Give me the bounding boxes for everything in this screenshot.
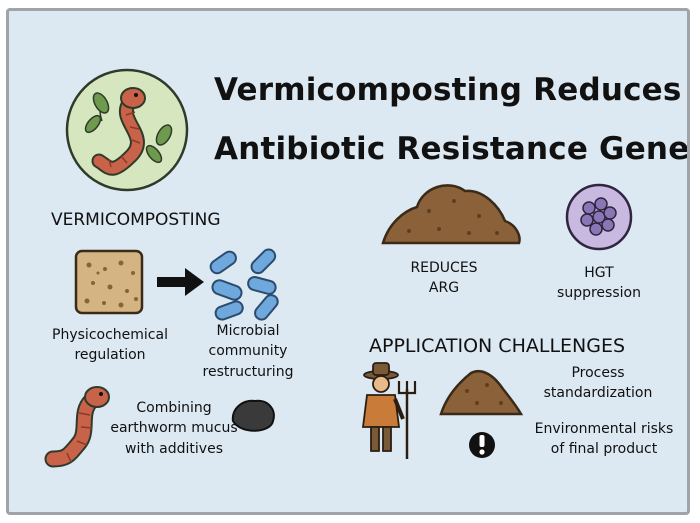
vermicomposting-heading: VERMICOMPOSTING (51, 210, 221, 230)
compost-pile-icon (381, 184, 521, 245)
warning-icon (469, 432, 495, 458)
env-line-1: Environmental risks (534, 421, 674, 437)
process-line-1: Process (571, 365, 625, 381)
process-label: Process standardization (533, 363, 663, 404)
reduces-line-1: REDUCES (410, 260, 478, 276)
biochar-icon (231, 399, 275, 432)
illustration-layer (44, 68, 633, 468)
microbial-label: Microbial community restructuring (193, 321, 303, 382)
infographic-panel: Vermicomposting Reduces Antibiotic Resis… (6, 8, 690, 515)
microbial-line-3: restructuring (202, 363, 294, 380)
microbial-line-2: community (208, 343, 288, 360)
compost-pile-icon (439, 370, 524, 416)
page-title: Vermicomposting Reduces Antibiotic Resis… (214, 61, 690, 179)
soil-block-icon (74, 249, 144, 315)
process-line-2: standardization (543, 385, 653, 402)
reduces-line-2: ARG (428, 280, 460, 297)
hgt-line-1: HGT (584, 265, 614, 281)
bacteria-icon (209, 248, 279, 321)
physicochemical-line-2: regulation (74, 347, 146, 364)
combining-line-3: with additives (125, 440, 223, 457)
env-risks-label: Environmental risks of final product (529, 419, 679, 460)
combining-label: Combining earthworm mucus with additives (109, 398, 239, 459)
title-line-1: Vermicomposting Reduces (214, 72, 682, 108)
reduces-arg-label: REDUCES ARG (399, 258, 489, 299)
title-line-2: Antibiotic Resistance Genes (214, 130, 690, 167)
hgt-line-2: suppression (557, 285, 641, 302)
hgt-label: HGT suppression (549, 263, 649, 304)
physicochemical-line-1: Physicochemical (52, 327, 168, 343)
earthworm-leaf-icon (65, 68, 189, 192)
earthworm-icon (44, 386, 110, 468)
combining-line-2: earthworm mucus (110, 420, 238, 437)
physicochemical-label: Physicochemical regulation (51, 325, 169, 366)
farmer-icon (361, 362, 417, 459)
challenges-heading: APPLICATION CHALLENGES (369, 335, 626, 357)
combining-line-1: Combining (136, 400, 212, 416)
arrow-icon (157, 268, 204, 296)
env-line-2: of final product (550, 441, 658, 458)
cell-icon (565, 183, 633, 251)
microbial-line-1: Microbial (216, 323, 280, 339)
